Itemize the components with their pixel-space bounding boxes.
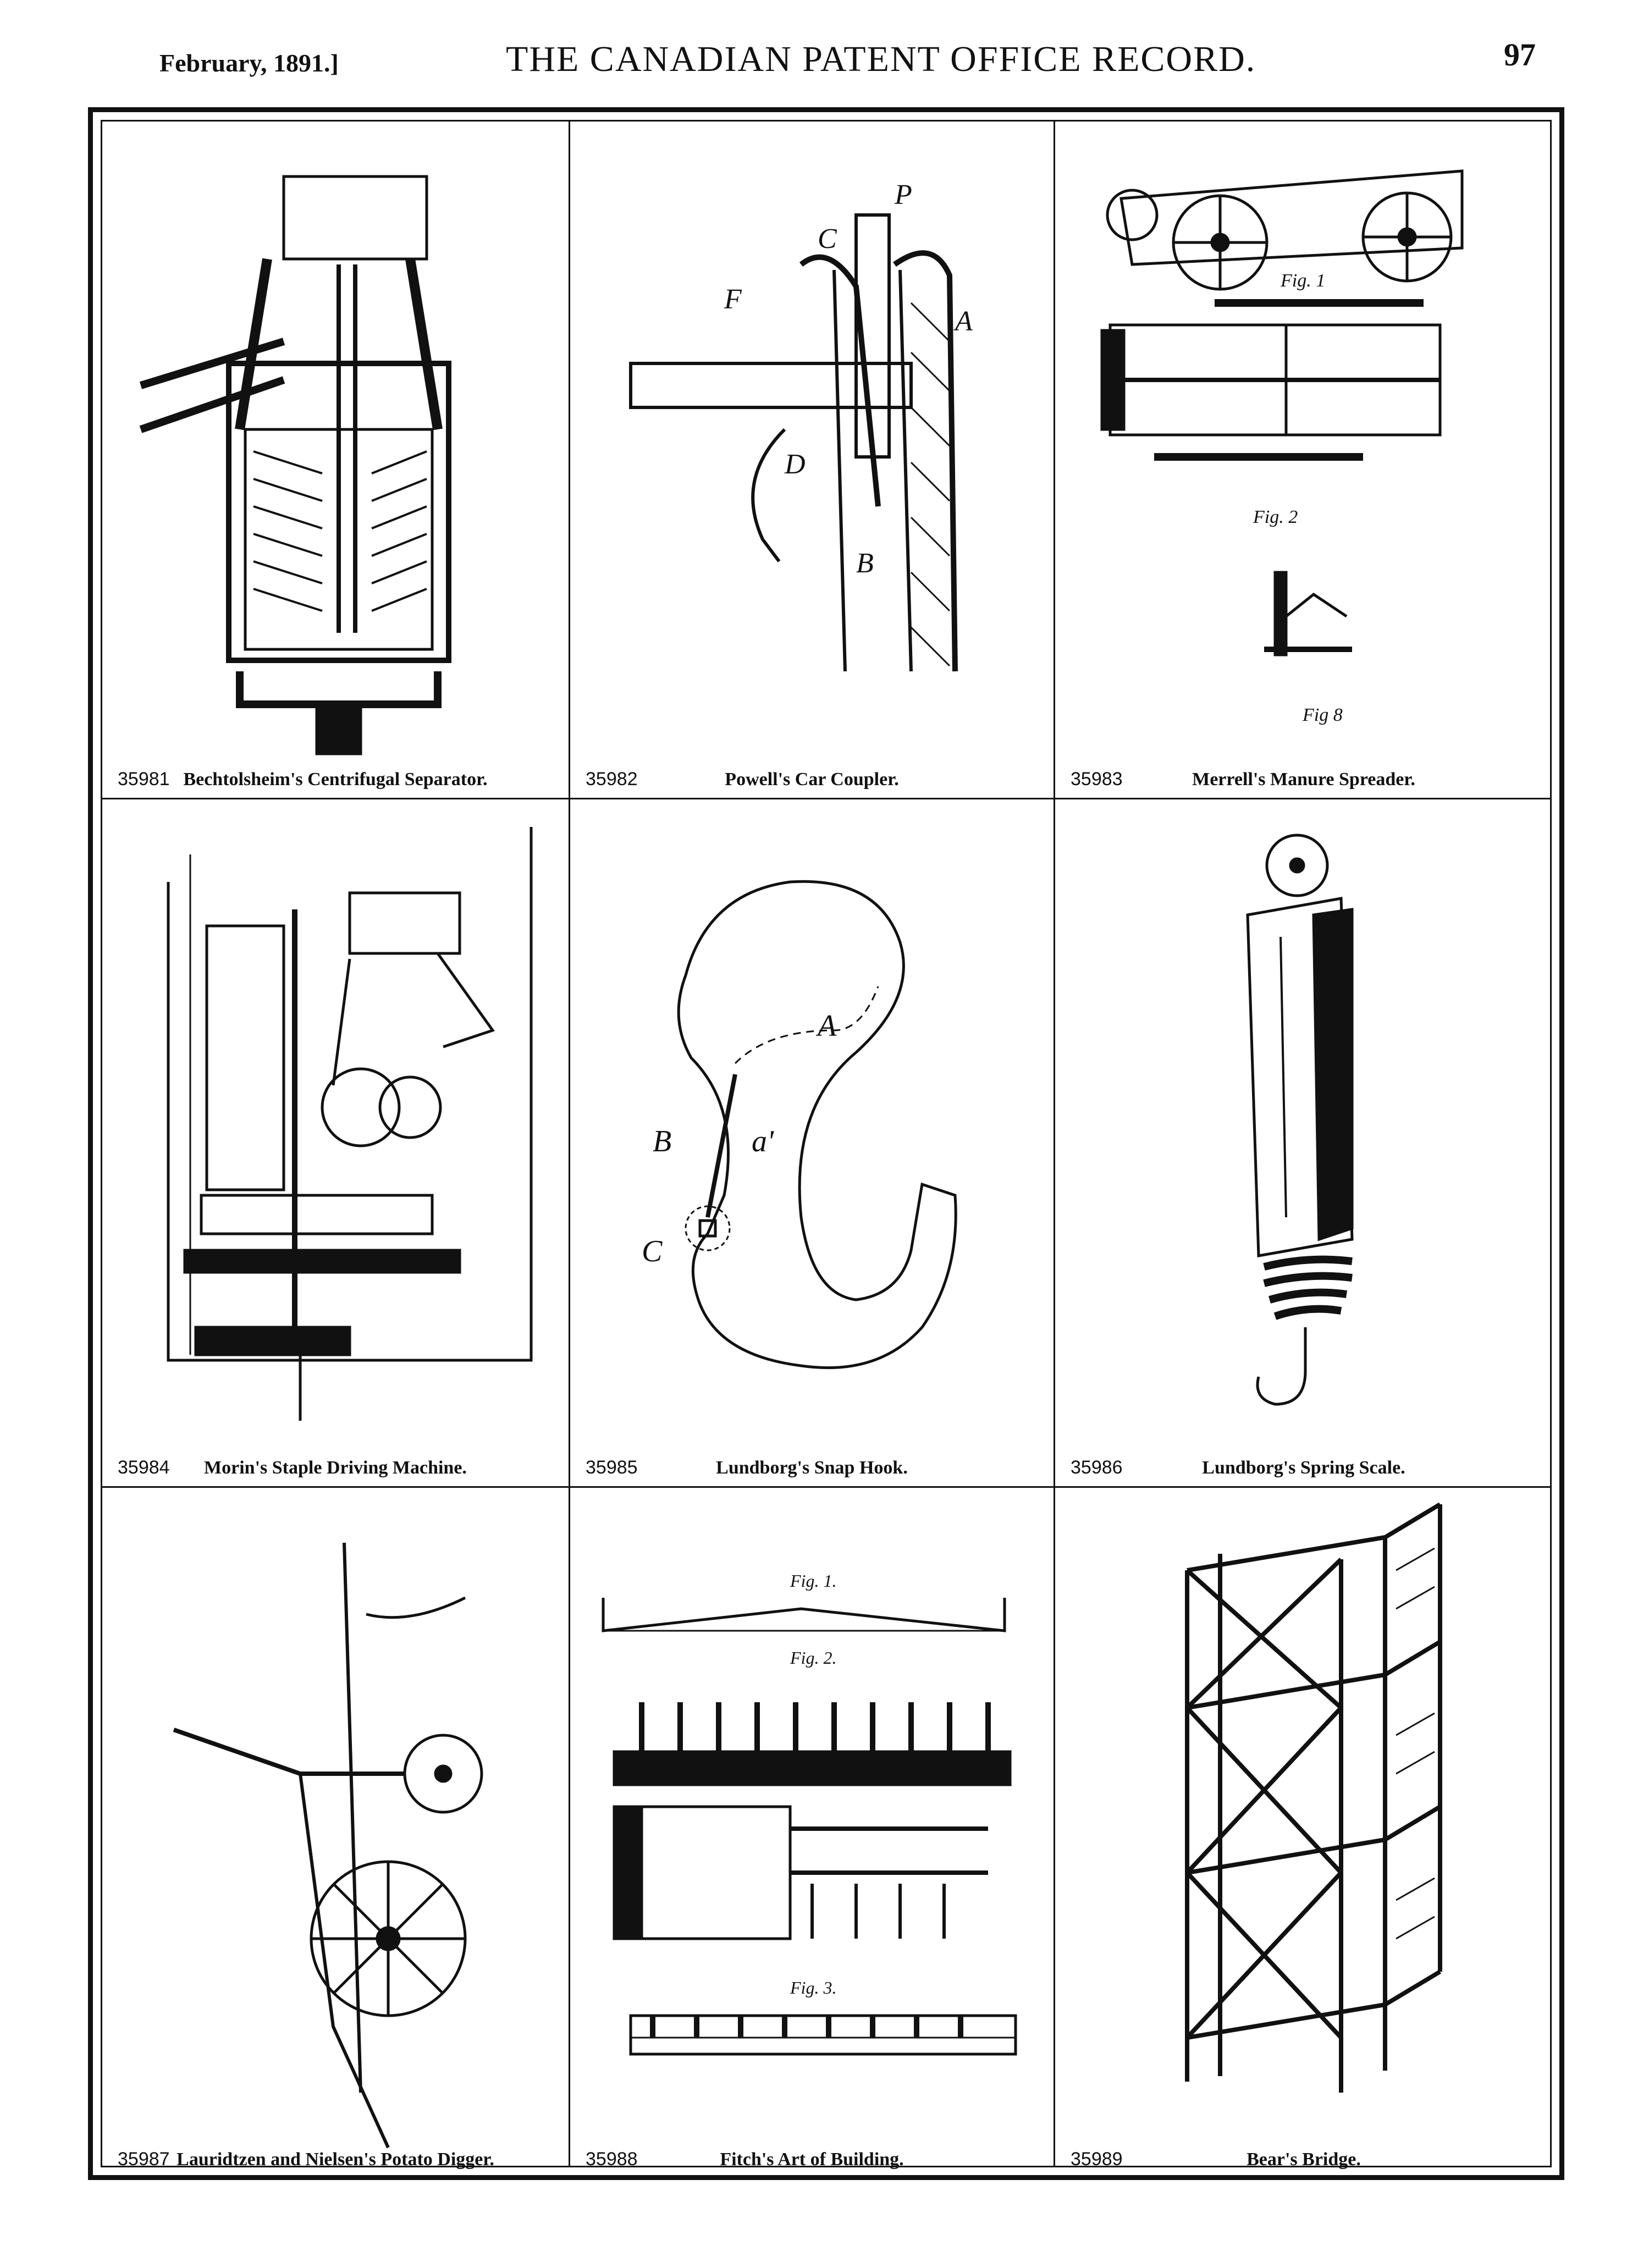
hook-label-c: C	[642, 1234, 663, 1268]
patent-caption: 35981 Bechtolsheim's Centrifugal Separat…	[102, 759, 569, 790]
patent-grid: 35981 Bechtolsheim's Centrifugal Separat…	[102, 122, 1552, 2170]
patent-cell-35986: 35986 Lundborg's Spring Scale.	[1055, 799, 1552, 1486]
grid-divider-h2	[102, 1486, 1550, 1488]
spring-scale-drawing	[1246, 834, 1354, 1406]
art-of-building-drawing: Fig. 1. Fig. 2. Fig. 3.	[602, 1571, 1017, 2056]
patent-cell-35983: Fig. 1 Fig. 2 Fig 8 35983 Merrell's Manu…	[1055, 122, 1552, 798]
issue-date: February, 1891.]	[159, 49, 339, 77]
hook-label-a: A	[815, 1009, 837, 1043]
patent-caption: 35983 Merrell's Manure Spreader.	[1055, 759, 1552, 790]
coupler-label-b: B	[856, 548, 874, 579]
patent-title: Morin's Staple Driving Machine.	[204, 1458, 467, 1478]
grid-divider-v2	[1054, 122, 1055, 2166]
patent-title: Lauridtzen and Nielsen's Potato Digger.	[177, 2149, 494, 2170]
grid-divider-v1	[569, 122, 570, 2166]
patent-number: 35985	[586, 1457, 638, 1478]
patent-number: 35984	[118, 1457, 170, 1478]
coupler-label-c: C	[818, 223, 837, 255]
staple-machine-drawing	[167, 827, 533, 1421]
patent-number: 35987	[118, 2149, 170, 2170]
patent-title: Lundborg's Snap Hook.	[716, 1458, 908, 1478]
patent-cell-35982: P A B C D F 35982 Powell's Car Coupler.	[570, 122, 1054, 798]
patent-cell-35989: 35989 Bear's Bridge.	[1055, 1488, 1552, 2178]
centrifugal-separator-drawing	[139, 175, 451, 755]
patent-number: 35983	[1071, 769, 1123, 790]
building-fig3-label: Fig. 3.	[790, 1978, 836, 1997]
spreader-fig1-label: Fig. 1	[1280, 271, 1325, 291]
grid-divider-h1	[102, 798, 1550, 799]
spreader-fig3-label: Fig 8	[1302, 705, 1343, 725]
hook-label-b: B	[653, 1124, 671, 1158]
patent-title: Lundborg's Spring Scale.	[1202, 1458, 1405, 1478]
patent-cell-35987: 35987 Lauridtzen and Nielsen's Potato Di…	[102, 1488, 569, 2178]
page-number: 97	[1504, 37, 1536, 73]
patent-title: Powell's Car Coupler.	[725, 769, 899, 790]
patent-title: Fitch's Art of Building.	[720, 2149, 904, 2170]
publication-title: THE CANADIAN PATENT OFFICE RECORD.	[506, 39, 1256, 79]
snap-hook-drawing: A B C a'	[642, 880, 957, 1370]
patent-title: Bear's Bridge.	[1247, 2149, 1361, 2170]
patent-cell-35981: 35981 Bechtolsheim's Centrifugal Separat…	[102, 122, 569, 798]
patent-number: 35981	[118, 769, 170, 790]
coupler-label-d: D	[784, 449, 806, 480]
coupler-label-p: P	[894, 179, 912, 211]
patent-cell-35985: A B C a' 35985 Lundborg's Snap Hook.	[570, 799, 1054, 1486]
building-fig1-label: Fig. 1.	[790, 1571, 836, 1591]
hook-label-a-prime: a'	[752, 1124, 774, 1158]
patent-cell-35988: Fig. 1. Fig. 2. Fig. 3. 35988 Fitch's Ar…	[570, 1488, 1054, 2178]
patent-caption: 35985 Lundborg's Snap Hook.	[570, 1448, 1054, 1478]
patent-caption: 35984 Morin's Staple Driving Machine.	[102, 1448, 569, 1478]
coupler-label-a: A	[953, 306, 973, 337]
page-header: February, 1891.] THE CANADIAN PATENT OFF…	[0, 0, 1638, 104]
patent-number: 35989	[1071, 2149, 1123, 2170]
patent-title: Bechtolsheim's Centrifugal Separator.	[183, 769, 488, 790]
plate-frame: 35981 Bechtolsheim's Centrifugal Separat…	[88, 107, 1564, 2180]
plate-inner-frame: 35981 Bechtolsheim's Centrifugal Separat…	[101, 120, 1552, 2170]
patent-title: Merrell's Manure Spreader.	[1192, 769, 1415, 790]
patent-caption: 35986 Lundborg's Spring Scale.	[1055, 1448, 1552, 1478]
manure-spreader-drawing: Fig. 1 Fig. 2 Fig 8	[1100, 169, 1464, 725]
patent-caption: 35987 Lauridtzen and Nielsen's Potato Di…	[102, 2139, 569, 2170]
patent-cell-35984: 35984 Morin's Staple Driving Machine.	[102, 799, 569, 1486]
car-coupler-drawing: P A B C D F	[629, 179, 973, 672]
potato-digger-drawing	[173, 1542, 483, 2149]
patent-caption: 35982 Powell's Car Coupler.	[570, 759, 1054, 790]
patent-caption: 35988 Fitch's Art of Building.	[570, 2139, 1054, 2170]
building-fig2-label: Fig. 2.	[790, 1648, 836, 1668]
patent-number: 35982	[586, 769, 638, 790]
coupler-label-f: F	[724, 284, 742, 315]
patent-caption: 35989 Bear's Bridge.	[1055, 2139, 1552, 2170]
spreader-fig2-label: Fig. 2	[1253, 507, 1298, 527]
bridge-drawing	[1185, 1502, 1442, 2093]
patent-number: 35986	[1071, 1457, 1123, 1478]
patent-number: 35988	[586, 2149, 638, 2170]
